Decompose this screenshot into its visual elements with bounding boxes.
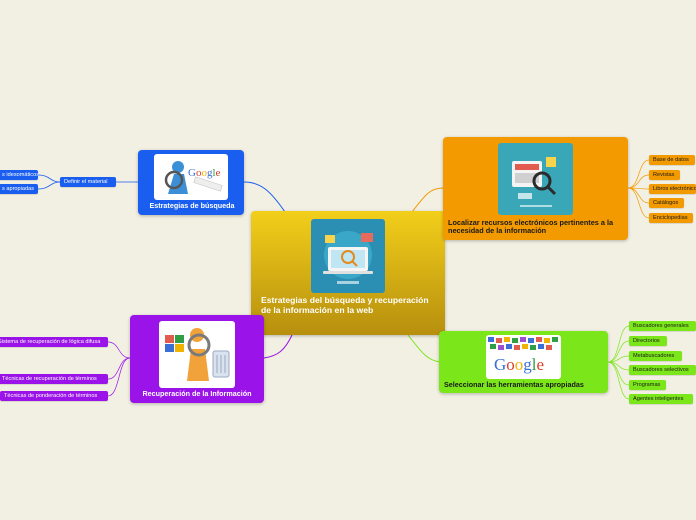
- localizar-child-chip[interactable]: Revistas: [649, 170, 680, 180]
- windows-search-figure: [159, 321, 235, 388]
- recuperacion-child-chip[interactable]: Técnicas de ponderación de términos: [0, 391, 108, 401]
- seleccionar-child-chip[interactable]: Buscadores generales: [629, 321, 696, 331]
- branch-seleccionar-herramientas[interactable]: Google Seleccionar las herramientas apro…: [439, 331, 608, 393]
- svg-text:Google: Google: [494, 355, 544, 374]
- localizar-child-chip[interactable]: Catálogos: [649, 198, 684, 208]
- branch-estrategias-busqueda[interactable]: Google Estrategias de búsqueda: [138, 150, 244, 215]
- svg-text:Google: Google: [188, 167, 221, 179]
- branch-localizar-recursos[interactable]: Localizar recursos electrónicos pertinen…: [443, 137, 628, 240]
- seleccionar-child-chip[interactable]: Buscadores selectivos: [629, 365, 696, 375]
- localizar-child-chip[interactable]: Enciclopedias: [649, 213, 693, 223]
- central-topic[interactable]: Estrategias del búsqueda y recuperación …: [251, 211, 445, 335]
- busqueda-child-chip[interactable]: s apropiadas: [0, 184, 38, 194]
- search-tools-illustration: [498, 143, 573, 215]
- laptop-search-illustration: [311, 219, 385, 293]
- seleccionar-child-chip[interactable]: Directorios: [629, 336, 667, 346]
- recuperacion-child-chip[interactable]: Técnicas de recuperación de términos: [0, 374, 108, 384]
- busqueda-child-chip[interactable]: s idesomáticos: [0, 170, 38, 180]
- localizar-child-chip[interactable]: Base de datos: [649, 155, 695, 165]
- recuperacion-child-chip[interactable]: Sistema de recuperación de lógica difusa: [0, 337, 108, 347]
- central-title: Estrategias del búsqueda y recuperación …: [261, 295, 429, 315]
- branch-title: Recuperación de la Información: [142, 389, 252, 398]
- seleccionar-child-chip[interactable]: Agentes inteligentes: [629, 394, 693, 404]
- branch-title: Seleccionar las herramientas apropiadas: [444, 380, 584, 389]
- google-logo-collage: Google: [486, 335, 561, 379]
- branch-recuperacion-informacion[interactable]: Recuperación de la Información: [130, 315, 264, 403]
- branch-title: Localizar recursos electrónicos pertinen…: [448, 218, 614, 236]
- localizar-child-chip[interactable]: Libros electrónicos: [649, 184, 696, 194]
- seleccionar-child-chip[interactable]: Metabuscadores: [629, 351, 682, 361]
- google-search-figure: Google: [154, 154, 228, 200]
- seleccionar-child-chip[interactable]: Programas: [629, 380, 666, 390]
- branch-title: Estrategias de búsqueda: [149, 201, 235, 210]
- definir-material-chip[interactable]: Definir el material: [60, 177, 116, 187]
